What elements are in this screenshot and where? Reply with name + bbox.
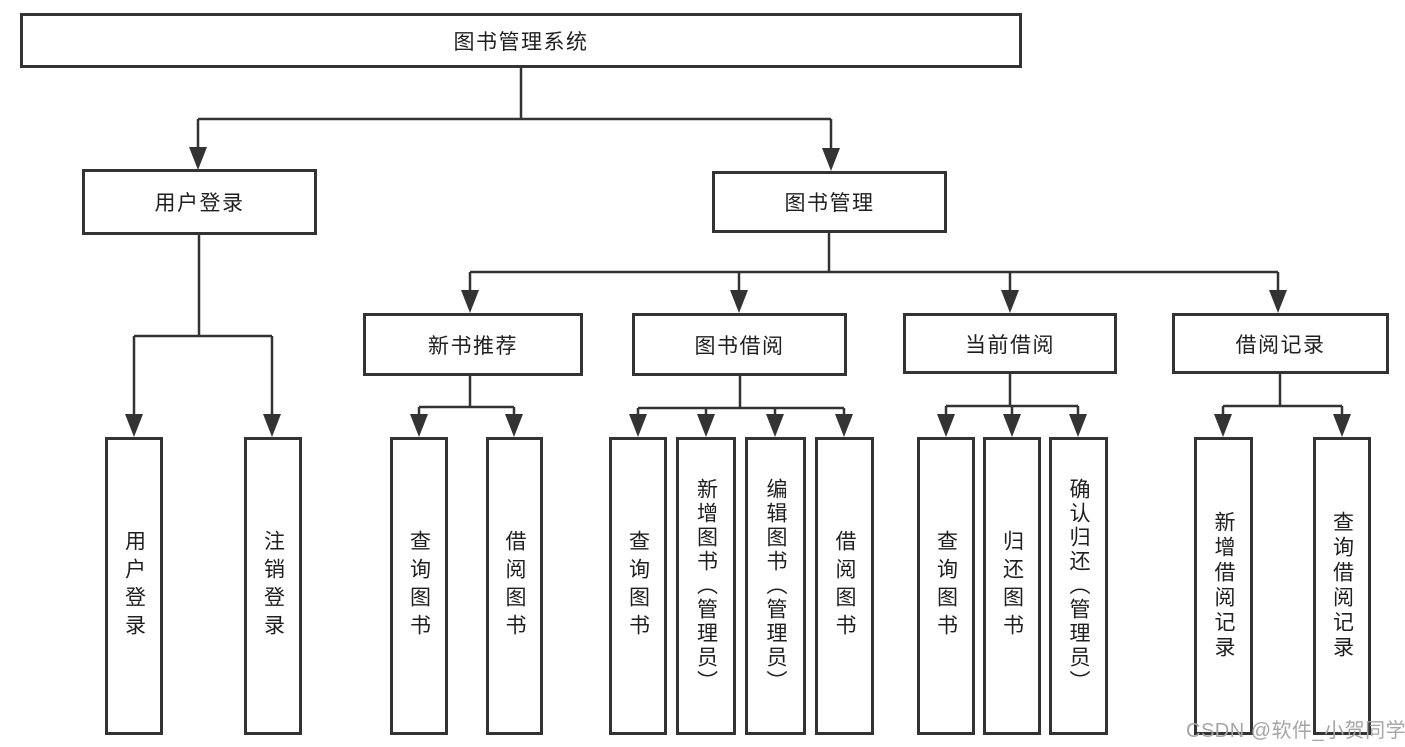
leaf-return-books: 归还图书: [983, 437, 1041, 735]
leaf-query-borrow-record: 查询借阅记录: [1313, 437, 1371, 735]
watermark: CSDN @软件_小贺同学: [1186, 720, 1405, 742]
node-root: 图书管理系统: [20, 13, 1022, 68]
node-book-borrow: 图书借阅: [632, 313, 847, 376]
arrowheads: [125, 147, 1351, 437]
leaf-edit-books-admin: 编辑图书（管理员）: [745, 437, 806, 735]
leaf-query-books-recommend: 查询图书: [390, 437, 448, 735]
node-current-borrow: 当前借阅: [903, 313, 1117, 374]
leaf-borrow-books: 借阅图书: [815, 437, 874, 735]
leaf-add-borrow-record: 新增借阅记录: [1194, 437, 1253, 735]
node-new-book-recommend: 新书推荐: [363, 313, 583, 376]
node-borrow-record: 借阅记录: [1172, 313, 1389, 374]
node-book-management: 图书管理: [712, 171, 947, 233]
leaf-confirm-return-admin: 确认归还（管理员）: [1049, 437, 1108, 735]
leaf-query-books-borrow: 查询图书: [609, 437, 667, 735]
leaf-add-books-admin: 新增图书（管理员）: [676, 437, 736, 735]
tree-edges: [132, 68, 1344, 416]
leaf-user-login: 用户登录: [105, 437, 163, 735]
leaf-borrow-books-recommend: 借阅图书: [486, 437, 543, 735]
leaf-query-books-current: 查询图书: [917, 437, 975, 735]
leaf-logout: 注销登录: [244, 437, 302, 735]
node-user-login: 用户登录: [82, 169, 317, 235]
